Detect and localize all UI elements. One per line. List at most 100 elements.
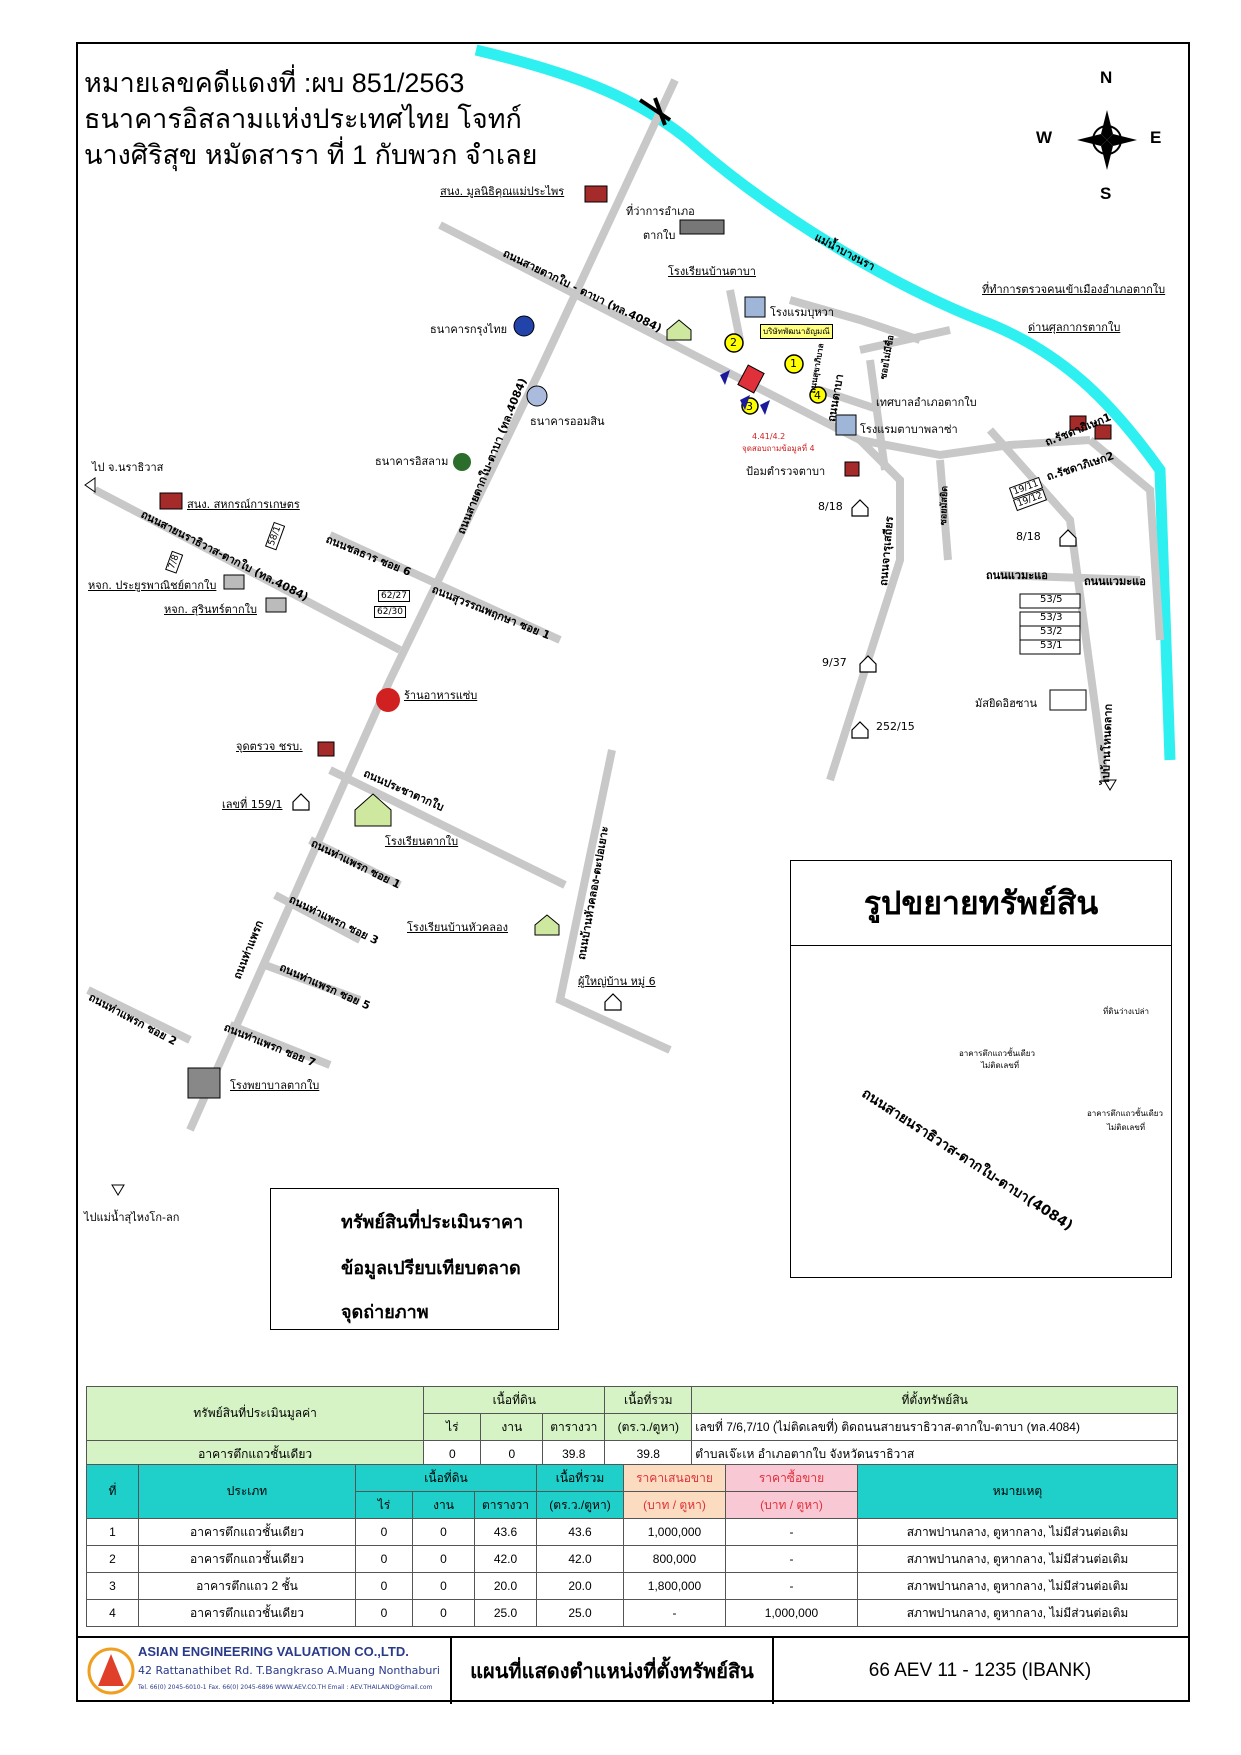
company-logo-icon <box>87 1647 135 1695</box>
inset-title: รูปขยายทรัพย์สิน <box>791 861 1171 946</box>
label-hotel-plaza: โรงแรมตาบาพลาซ่า <box>860 423 958 436</box>
office-icon <box>1094 424 1112 440</box>
cell-rai: 0 <box>355 1518 413 1546</box>
parcel-62-30: 62/30 <box>374 606 406 618</box>
parcel-62-27: 62/27 <box>378 590 410 602</box>
compass-w: W <box>1036 128 1053 147</box>
cell-offer: 1,000,000 <box>623 1518 726 1546</box>
cell-rai: 0 <box>355 1572 413 1600</box>
label-school-huakhlong: โรงเรียนบ้านหัวคลอง <box>407 921 509 934</box>
gsb-logo <box>526 385 548 407</box>
subject-total-unit: (ตร.ว./ตูหา) <box>604 1413 693 1441</box>
col-ngan: งาน <box>412 1491 475 1519</box>
cell-no: 2 <box>86 1545 139 1573</box>
comparables-table: ที่ ประเภท เนื้อที่ดิน เนื้อที่รวม ราคาเ… <box>86 1464 1178 1627</box>
label-municipality: เทศบาลอำเภอตากใบ <box>876 396 977 409</box>
hotel-icon <box>744 296 766 318</box>
cell-type: อาคารตึกแถวชั้นเดียว <box>138 1599 356 1627</box>
label-house-159: เลขที่ 159/1 <box>222 798 283 811</box>
compass-icon <box>1077 110 1137 170</box>
page-frame <box>76 42 1190 1702</box>
legend: ทรัพย์สินที่ประเมินราคา ข้อมูลเปรียบเทีย… <box>270 1188 559 1330</box>
cell-sold: 1,000,000 <box>725 1599 858 1627</box>
subject-ngan-header: งาน <box>480 1413 544 1441</box>
col-offer-unit: (บาท / ตูหา) <box>623 1491 726 1519</box>
subject-ngan: 0 <box>480 1440 544 1468</box>
cell-type: อาคารตึกแถวชั้นเดียว <box>138 1545 356 1573</box>
cell-sold: - <box>725 1545 858 1573</box>
comparable-1: 1 <box>790 357 797 370</box>
office-icon <box>159 492 183 510</box>
subject-land-area-header: เนื้อที่ดิน <box>423 1386 606 1414</box>
arrow-down-icon <box>1103 779 1117 791</box>
cell-no: 3 <box>86 1572 139 1600</box>
label-partnership1: หจก. ประยูรพาณิชย์ตากใบ <box>88 579 217 592</box>
cell-total: 42.0 <box>536 1545 624 1573</box>
cell-ngan: 0 <box>412 1572 475 1600</box>
label-mosque: มัสยิดอิฮซาน <box>975 697 1038 710</box>
label-partnership2: หจก. สุรินทร์ตากใบ <box>164 603 257 616</box>
col-type: ประเภท <box>138 1464 356 1519</box>
col-remark: หมายเหตุ <box>857 1464 1178 1519</box>
parcel-53-5: 53/5 <box>1040 594 1063 605</box>
label-to-sungai: ไปแม่น้ำสุไหงโก-ลก <box>84 1211 180 1224</box>
house-icon <box>604 993 622 1011</box>
school-icon <box>666 319 692 341</box>
office-icon <box>317 741 335 757</box>
river <box>474 44 1176 761</box>
plaintiff: ธนาคารอิสลามแห่งประเทศไทย โจทก์ <box>84 104 522 134</box>
school-icon <box>354 793 392 827</box>
col-total: เนื้อที่รวม <box>536 1464 624 1492</box>
subject-loc1: เลขที่ 7/6,7/10 (ไม่ติดเลขที่) ติดถนนสาย… <box>691 1413 1178 1441</box>
cell-rai: 0 <box>355 1599 413 1627</box>
subject-label-top: ทรัพย์สินที่ประเมินมูลค่า <box>85 1386 425 1441</box>
subject-location-header: ที่ตั้งทรัพย์สิน <box>691 1386 1178 1414</box>
legend-photo: จุดถ่ายภาพ <box>341 1302 429 1322</box>
legend-comparable: ข้อมูลเปรียบเทียบตลาด <box>341 1258 521 1278</box>
cell-sold: - <box>725 1518 858 1546</box>
footer-title: แผนที่แสดงตำแหน่งที่ตั้งทรัพย์สิน <box>452 1638 774 1704</box>
label-restaurant: ร้านอาหารแซ่บ <box>404 689 478 702</box>
cell-no: 4 <box>86 1599 139 1627</box>
comparable-3: 3 <box>746 400 753 413</box>
label-krungthai: ธนาคารกรุงไทย <box>430 323 508 336</box>
cell-offer: 800,000 <box>623 1545 726 1573</box>
restaurant-icon <box>376 688 400 712</box>
parcel-53-2: 53/2 <box>1040 626 1063 637</box>
inset-road: ถนนสายนราธิวาส-ตากใบ-ตาบา(4084) <box>858 1085 1076 1235</box>
label-coop: สนง. สหกรณ์การเกษตร <box>187 498 300 511</box>
footer-code: 66 AEV 11 - 1235 (IBANK) <box>868 1660 1092 1681</box>
label-company: บริษัทพัฒนาอัญมณี <box>760 324 833 339</box>
cell-remark: สภาพปานกลาง, ตูหากลาง, ไม่มีส่วนต่อเติม <box>857 1518 1178 1546</box>
label-to-narathiwat: ไป จ.นราธิวาส <box>92 461 164 474</box>
cell-remark: สภาพปานกลาง, ตูหากลาง, ไม่มีส่วนต่อเติม <box>857 1599 1178 1627</box>
col-wa: ตารางวา <box>474 1491 537 1519</box>
hospital-icon <box>187 1067 221 1099</box>
parcel-53-1: 53/1 <box>1040 640 1063 651</box>
label-hospital: โรงพยาบาลตากใบ <box>230 1079 320 1092</box>
col-total-unit: (ตร.ว./ตูหา) <box>536 1491 624 1519</box>
comparable-2: 2 <box>730 336 737 349</box>
house-icon <box>859 655 877 673</box>
road-label-down: ไปบ้านโหนดลาก <box>1098 703 1115 785</box>
col-offer: ราคาเสนอขาย <box>623 1464 726 1492</box>
inset-bldg1b: ไม่ติดเลขที่ <box>981 1061 1020 1070</box>
house-icon <box>851 721 869 739</box>
islamic-bank-logo <box>453 453 471 471</box>
cell-wa: 25.0 <box>474 1599 537 1627</box>
house-icon <box>851 499 869 517</box>
col-sold: ราคาซื้อขาย <box>725 1464 858 1492</box>
road-taba <box>438 221 1091 460</box>
arrow-left-icon <box>84 477 96 493</box>
label-islamic-bank: ธนาคารอิสลาม <box>375 455 449 468</box>
label-customs: ด่านศุลกากรตากใบ <box>1028 321 1121 334</box>
inset-bldg1a: อาคารตึกแถวชั้นเดียว <box>959 1049 1035 1058</box>
subject-wa: 39.8 <box>542 1440 606 1468</box>
road-label-nonsi: ซอยมัสยิด <box>938 485 951 526</box>
parcel-53-3: 53/3 <box>1040 612 1063 623</box>
label-h25215: 252/15 <box>876 720 915 733</box>
cell-rai: 0 <box>355 1545 413 1573</box>
